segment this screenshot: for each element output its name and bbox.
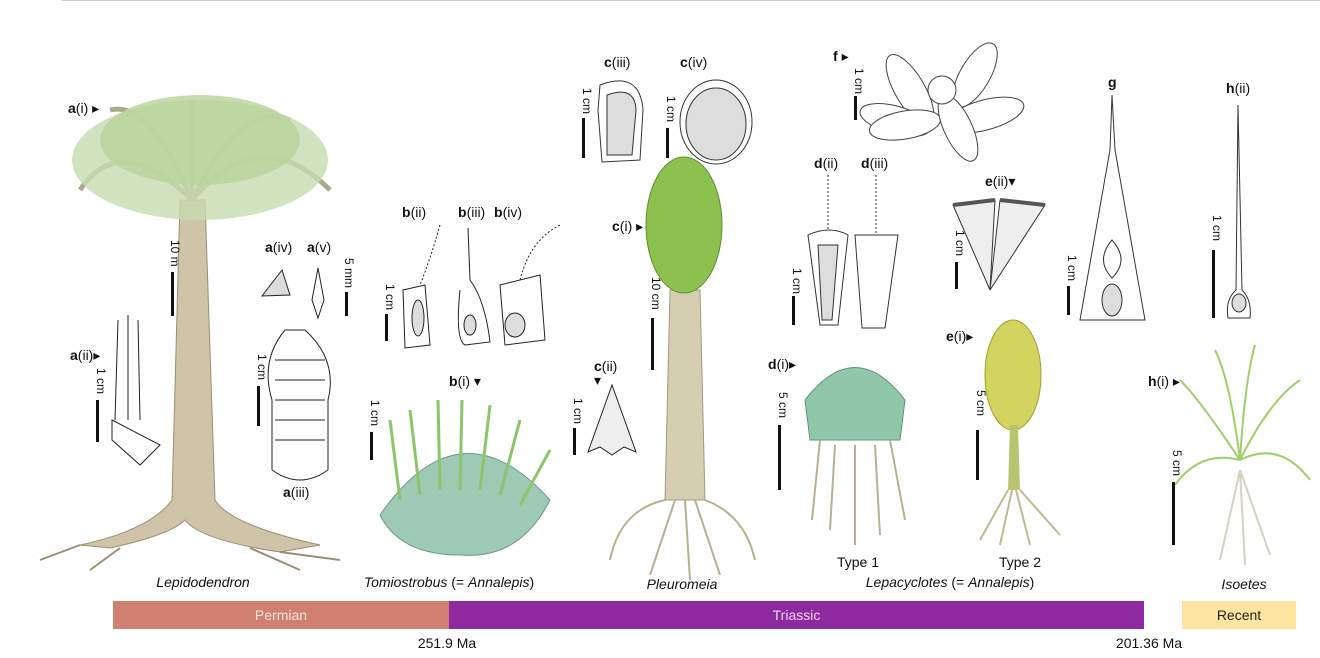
period-permian: Permian	[113, 601, 449, 629]
period-recent: Recent	[1182, 601, 1296, 629]
f-strobilus-cross-section-drawing	[859, 42, 1025, 162]
panel-label-f: f ▸	[833, 48, 849, 64]
scale-label-1cm: 1 cm	[790, 268, 804, 295]
scale-label-1cm: 1 cm	[94, 368, 108, 395]
panel-label-g: g	[1108, 74, 1117, 90]
scale-bar	[573, 428, 576, 455]
scale-bar	[955, 262, 958, 289]
scale-bar	[257, 386, 260, 426]
panel-label-c-iv: c(iv)	[680, 54, 708, 70]
panel-label-h-ii: h(ii)	[1226, 80, 1251, 96]
illustrations	[39, 42, 1311, 581]
scale-label-1cm: 1 cm	[664, 96, 678, 123]
scale-bar	[370, 432, 373, 460]
panel-label-e-i: e(i)▸	[946, 328, 974, 344]
scale-bar	[385, 314, 388, 341]
panel-label-a-i: a(i) ▸	[68, 100, 100, 116]
panel-label-c-ii: c(ii)▾	[594, 358, 618, 388]
panel-label-b-i: b(i) ▾	[449, 373, 481, 389]
panel-label-d-ii: d(ii)	[814, 155, 839, 171]
scale-bar	[1172, 482, 1175, 545]
panel-label-b-iii: b(iii)	[458, 204, 486, 220]
scale-bar	[792, 296, 795, 325]
scale-label-1cm: 1 cm	[1065, 255, 1079, 282]
a-iii-cone-drawing	[267, 329, 331, 481]
scale-label-1cm: 1 cm	[953, 230, 967, 257]
panel-label-a-iii: a(iii)	[283, 484, 310, 500]
panel-label-a-iv: a(iv)	[265, 239, 293, 255]
panel-label-c-i: c(i) ▸	[612, 218, 644, 234]
scale-label-10m: 10 m	[168, 240, 182, 267]
scale-bar	[345, 292, 348, 316]
scale-label-1cm: 1 cm	[852, 68, 866, 95]
scale-label-1cm: 1 cm	[1210, 215, 1224, 242]
scale-label-10cm: 10 cm	[649, 277, 663, 310]
boundary-triassic-end: 201.36 Ma	[1115, 635, 1183, 651]
h-ii-sporophyll-drawing	[1226, 104, 1251, 319]
panel-label-e-ii: e(ii)▾	[985, 173, 1016, 189]
panel-label-d-iii: d(iii)	[861, 155, 889, 171]
scale-bar	[778, 425, 781, 490]
tomiostrobus-illustration	[379, 399, 552, 556]
period-triassic: Triassic	[449, 601, 1144, 629]
panel-label-h-i: h(i) ▸	[1148, 373, 1180, 389]
panel-label-c-iii: c(iii)	[604, 54, 631, 70]
taxon-isoetes: Isoetes	[1221, 576, 1267, 592]
scale-bar	[666, 128, 669, 158]
type2-label: Type 2	[998, 554, 1042, 570]
d-ii-d-iii-sporophyll-drawings	[807, 175, 899, 329]
scale-label-1cm: 1 cm	[571, 398, 585, 425]
taxon-lepacyclotes: Lepacyclotes (= Annalepis)	[865, 574, 1035, 590]
scale-label-5cm: 5 cm	[776, 392, 790, 419]
panel-label-b-iv: b(iv)	[494, 204, 522, 220]
g-sporophyll-drawing	[1079, 94, 1146, 321]
scale-bar	[651, 318, 654, 370]
panel-label-d-i: d(i)▸	[768, 356, 797, 372]
taxon-lepidodendron: Lepidodendron	[156, 574, 250, 590]
e-ii-sporophyll-drawing	[952, 198, 1046, 291]
pleuromeia-illustration	[609, 156, 756, 581]
lepidodendron-tree-illustration	[39, 95, 341, 571]
panel-label-b-ii: b(ii)	[402, 204, 427, 220]
scale-bar	[854, 96, 857, 120]
scale-label-5cm: 5 cm	[1170, 450, 1184, 477]
c-ii-sporophyll-drawing	[587, 383, 637, 456]
scale-label-5mm: 5 mm	[342, 258, 356, 288]
scale-label-1cm: 1 cm	[580, 88, 594, 115]
scale-bar	[1067, 286, 1070, 315]
panel-label-a-ii: a(ii)▸	[70, 347, 101, 363]
scale-bar	[96, 400, 99, 442]
a-ii-sporophyll-drawing	[111, 315, 161, 466]
lepacyclotes-type1-illustration	[804, 367, 906, 545]
top-rule	[62, 0, 1320, 1]
scale-bar	[976, 430, 979, 480]
scale-label-1cm: 1 cm	[255, 354, 269, 381]
scale-label-1cm: 1 cm	[368, 400, 382, 427]
a-iv-drawing	[260, 268, 291, 297]
isoetes-illustration	[1174, 344, 1311, 566]
lepacyclotes-type2-illustration	[979, 319, 1061, 546]
panel-label-a-v: a(v)	[307, 239, 332, 255]
b-ii-iv-sporophyll-drawings	[402, 224, 561, 349]
scale-label-5cm: 5 cm	[974, 390, 988, 417]
c-iii-c-iv-sporangium-drawings	[597, 79, 753, 165]
type1-label: Type 1	[836, 554, 880, 570]
scale-label-1cm: 1 cm	[383, 284, 397, 311]
a-v-drawing	[311, 267, 325, 320]
scale-bar	[1212, 250, 1215, 318]
scale-bar	[582, 118, 585, 158]
scale-bar	[171, 272, 174, 316]
taxon-tomiostrobus: Tomiostrobus (= Annalepis)	[363, 574, 535, 590]
boundary-permian-triassic: 251.9 Ma	[417, 635, 477, 651]
taxon-pleuromeia: Pleuromeia	[646, 576, 718, 592]
